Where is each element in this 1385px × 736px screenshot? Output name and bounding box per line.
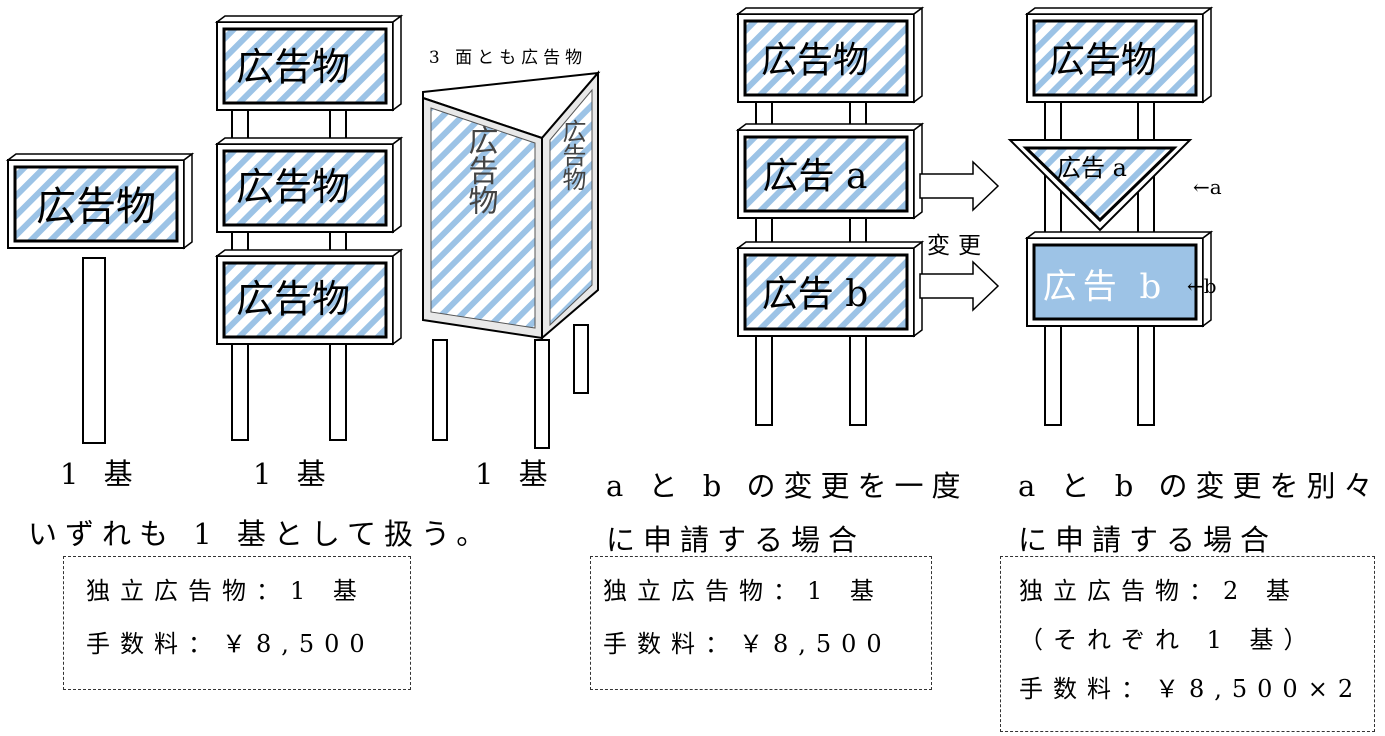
fee-box-left-fee: 手数料：￥8,500 — [86, 630, 375, 658]
sign-after-change: 広告物 広告 a 広告 b ←a ←b — [1007, 6, 1222, 426]
triangular-caption: 3 面とも広告物 — [429, 48, 587, 68]
sign1-label: 広告物 — [36, 184, 156, 230]
fee-box-left-units: 独立広告物：1 基 — [86, 577, 367, 605]
arrow-right-icon — [919, 260, 1000, 312]
change-arrows: 変更 — [919, 160, 1000, 312]
stacked-label-2: 広告物 — [236, 165, 350, 209]
unit-caption-3: 1 基 — [475, 457, 556, 491]
fee-box-right: 独立広告物：2 基 （それぞれ 1 基） 手数料：￥8,500×2 — [1000, 556, 1375, 732]
after-top-label: 広告物 — [1049, 40, 1157, 81]
fee-box-middle-units: 独立広告物：1 基 — [603, 577, 884, 605]
fee-box-left: 独立広告物：1 基 手数料：￥8,500 — [63, 556, 411, 690]
all-one-unit-caption: いずれも 1 基として扱う。 — [28, 517, 494, 551]
tri-front-label: 広告物 — [463, 125, 499, 215]
arrow-b-label: ←b — [1187, 274, 1217, 298]
unit-caption-1: 1 基 — [60, 457, 141, 491]
stacked-sign: 広告物 広告物 広告物 — [215, 14, 403, 441]
separate-caption-2: に申請する場合 — [1018, 523, 1278, 557]
triangular-sign: 3 面とも広告物 広告物 広告物 — [422, 48, 601, 449]
fee-box-middle-fee: 手数料：￥8,500 — [603, 630, 892, 658]
change-label: 変更 — [927, 233, 989, 259]
fee-box-right-units: 独立広告物：2 基 — [1019, 577, 1300, 605]
tri-side-label: 広告物 — [558, 119, 586, 191]
after-adv-b: 広告 b — [1043, 267, 1168, 307]
unit-caption-2: 1 基 — [253, 457, 334, 491]
together-caption-2: に申請する場合 — [606, 523, 866, 557]
before-adv-b: 広告 b — [762, 274, 869, 315]
together-caption-1: a と b の変更を一度 — [606, 469, 969, 503]
before-adv-a: 広告 a — [763, 156, 868, 197]
sign-before-change: 広告物 広告 a 広告 b — [736, 6, 924, 426]
arrow-right-icon — [919, 160, 1000, 212]
fee-box-right-fee: 手数料：￥8,500×2 — [1019, 675, 1364, 703]
fee-box-right-each: （それぞれ 1 基） — [1019, 626, 1318, 654]
sign-pole — [82, 257, 106, 444]
fee-box-middle: 独立広告物：1 基 手数料：￥8,500 — [590, 556, 932, 690]
single-sign: 広告物 — [6, 152, 194, 444]
separate-caption-1: a と b の変更を別々 — [1018, 469, 1381, 503]
stacked-label-3: 広告物 — [236, 277, 350, 321]
stacked-label-1: 広告物 — [236, 45, 350, 89]
before-top-label: 広告物 — [761, 40, 869, 81]
after-tri-a: 広告 a — [1057, 154, 1127, 182]
arrow-a-label: ←a — [1193, 175, 1222, 199]
